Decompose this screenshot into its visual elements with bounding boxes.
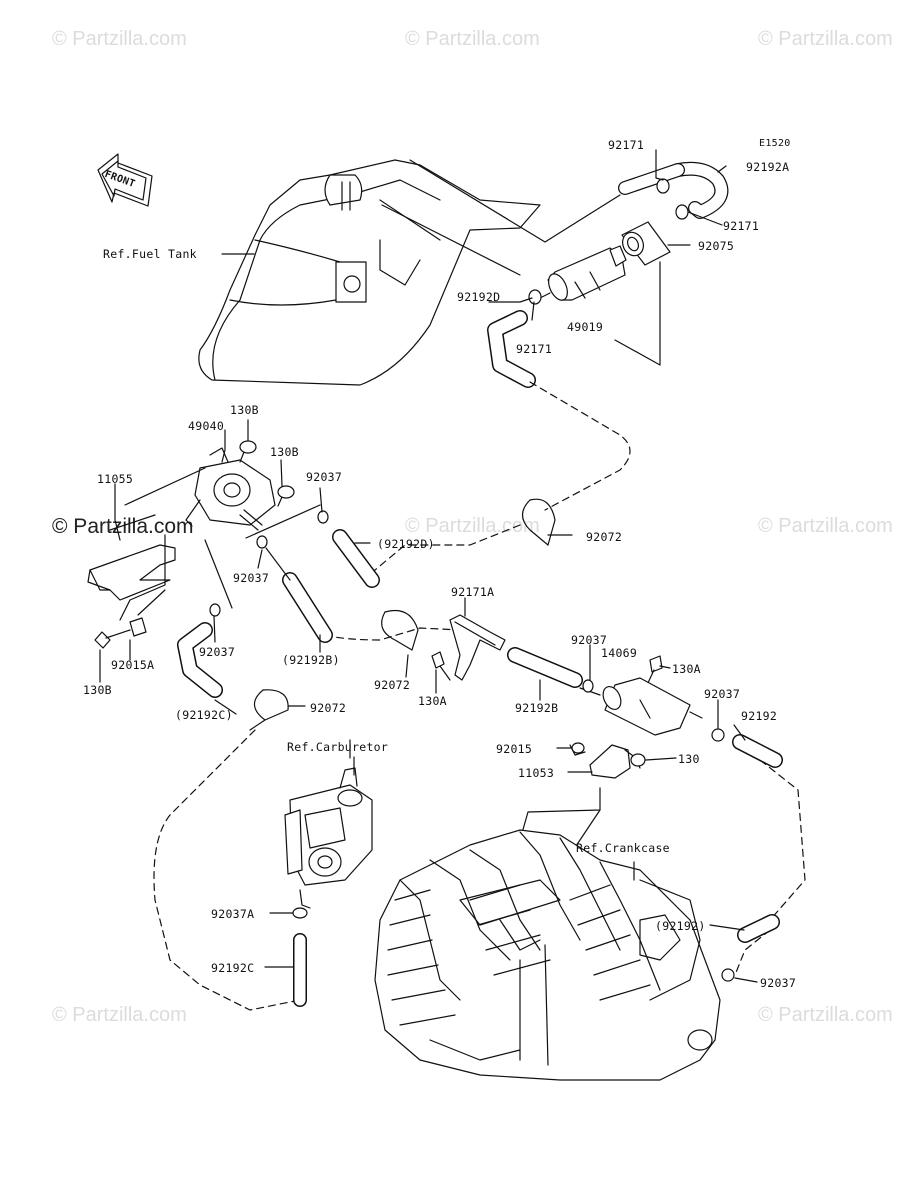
strap-92171A <box>450 615 505 680</box>
part-label[interactable]: 92192 <box>741 709 778 723</box>
part-label[interactable]: 92171A <box>451 585 495 599</box>
part-label[interactable]: 92192A <box>746 160 790 174</box>
hose-92192D <box>495 318 528 380</box>
part-label[interactable]: 92072 <box>374 678 411 692</box>
diagram-code: E1520 <box>759 138 791 149</box>
front-arrow-icon <box>98 154 152 206</box>
part-label[interactable]: 92037 <box>199 645 236 659</box>
part-label[interactable]: 130 <box>678 752 700 766</box>
screw-130B <box>240 441 294 506</box>
watermark: © Partzilla.com <box>52 515 194 538</box>
watermark: © Partzilla.com <box>758 28 893 50</box>
hose-92192D-mid <box>318 511 372 580</box>
carburetor <box>285 740 372 908</box>
bracket-11053 <box>570 743 645 778</box>
part-label[interactable]: 92171 <box>608 138 645 152</box>
ref-crankcase: Ref.Crankcase <box>576 841 670 855</box>
part-label[interactable]: 92015A <box>111 658 155 672</box>
fuel-pump-14069 <box>580 678 724 741</box>
part-label[interactable]: (92192D) <box>377 537 435 551</box>
part-label[interactable]: 92037 <box>233 571 270 585</box>
leader-lines <box>100 150 757 982</box>
part-label[interactable]: 92015 <box>496 742 533 756</box>
part-label[interactable]: 130A <box>418 694 447 708</box>
ref-fuel-tank: Ref.Fuel Tank <box>103 247 197 261</box>
fuel-tank <box>199 160 540 385</box>
part-label[interactable]: 92171 <box>723 219 760 233</box>
hose-92192C <box>185 540 232 690</box>
watermark: © Partzilla.com <box>758 515 893 537</box>
part-label[interactable]: 92192B <box>515 701 559 715</box>
part-label[interactable]: 92037A <box>211 907 255 921</box>
collar-92015A <box>95 590 165 648</box>
part-label[interactable]: (92192) <box>655 919 706 933</box>
part-label[interactable]: 92037 <box>704 687 741 701</box>
watermark: © Partzilla.com <box>405 28 540 50</box>
hose-92192B <box>515 655 575 680</box>
part-label[interactable]: 92037 <box>306 470 343 484</box>
hose-92192A <box>625 169 721 212</box>
watermark: © Partzilla.com <box>405 515 540 537</box>
part-label[interactable]: 11055 <box>97 472 134 486</box>
ref-carburetor: Ref.Carburetor <box>287 740 389 754</box>
part-label[interactable]: 92075 <box>698 239 735 253</box>
part-label[interactable]: (92192C) <box>175 708 233 722</box>
fuel-filter <box>540 246 626 303</box>
part-label[interactable]: 92037 <box>571 633 608 647</box>
part-label[interactable]: 14069 <box>601 646 638 660</box>
part-label[interactable]: 130B <box>83 683 112 697</box>
clamp-92072 <box>250 499 555 730</box>
fuel-pump <box>186 448 275 530</box>
clamp-92037A <box>270 908 307 918</box>
part-label[interactable]: 92072 <box>310 701 347 715</box>
bracket-11055 <box>88 468 205 620</box>
part-label[interactable]: 49019 <box>567 320 604 334</box>
part-label[interactable]: 92192D <box>457 290 501 304</box>
watermark: © Partzilla.com <box>52 28 187 50</box>
part-label[interactable]: 92037 <box>760 976 797 990</box>
hose-92192 <box>722 742 775 981</box>
clamp-92171 <box>529 179 688 304</box>
part-label[interactable]: 130A <box>672 662 701 676</box>
watermark: © Partzilla.com <box>758 1004 893 1026</box>
part-label[interactable]: (92192B) <box>282 653 340 667</box>
part-label[interactable]: 11053 <box>518 766 555 780</box>
part-label[interactable]: 92192C <box>211 961 255 975</box>
part-label[interactable]: 92171 <box>516 342 553 356</box>
part-label[interactable]: 130B <box>270 445 299 459</box>
part-label[interactable]: 92072 <box>586 530 623 544</box>
filter-cover <box>619 222 670 265</box>
watermark: © Partzilla.com <box>52 1004 187 1026</box>
part-label[interactable]: 130B <box>230 403 259 417</box>
engine-crankcase <box>375 830 720 1080</box>
part-label[interactable]: 49040 <box>188 419 225 433</box>
hose-92192B-paren <box>257 536 325 635</box>
